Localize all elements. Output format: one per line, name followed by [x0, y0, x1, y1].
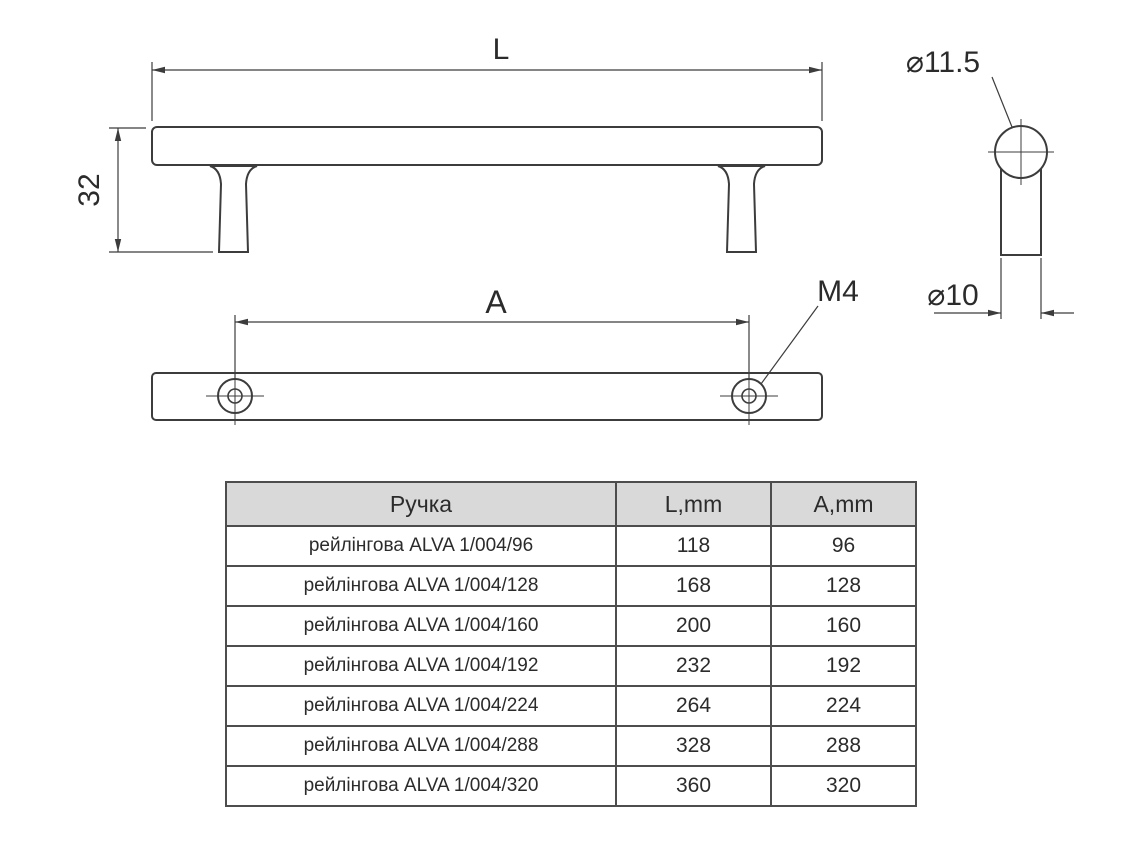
- cell-handle-name: рейлінгова ALVA 1/004/96: [225, 525, 617, 567]
- table-row: рейлінгова ALVA 1/004/160 200 160: [225, 605, 917, 647]
- cell-length: 168: [615, 565, 772, 607]
- table-header-row: Ручка L,mm A,mm: [225, 481, 917, 527]
- cell-handle-name: рейлінгова ALVA 1/004/288: [225, 725, 617, 767]
- cell-spacing: 96: [770, 525, 917, 567]
- table-row: рейлінгова ALVA 1/004/320 360 320: [225, 765, 917, 807]
- bottom-view: [151, 305, 823, 425]
- cell-spacing: 128: [770, 565, 917, 607]
- handle-leg-left: [209, 165, 258, 253]
- handle-bar-front: [151, 126, 823, 166]
- handle-bar-bottom: [151, 372, 823, 421]
- handle-leg-right: [717, 165, 766, 253]
- leader-line-knob-diameter: [991, 76, 1015, 133]
- front-view: [109, 62, 823, 253]
- cell-length: 232: [615, 645, 772, 687]
- cell-handle-name: рейлінгова ALVA 1/004/224: [225, 685, 617, 727]
- cell-handle-name: рейлінгова ALVA 1/004/192: [225, 645, 617, 687]
- table-row: рейлінгова ALVA 1/004/96 118 96: [225, 525, 917, 567]
- cell-spacing: 288: [770, 725, 917, 767]
- table-row: рейлінгова ALVA 1/004/128 168 128: [225, 565, 917, 607]
- cell-handle-name: рейлінгова ALVA 1/004/160: [225, 605, 617, 647]
- size-table: Ручка L,mm A,mm рейлінгова ALVA 1/004/96…: [225, 481, 917, 807]
- knob-diameter-label: ⌀11.5: [906, 46, 980, 79]
- cell-length: 328: [615, 725, 772, 767]
- height-dimension-label: 32: [73, 173, 106, 206]
- technical-drawing: L 32 ⌀11.5 ⌀10: [73, 33, 1074, 425]
- table-row: рейлінгова ALVA 1/004/224 264 224: [225, 685, 917, 727]
- side-view: [934, 76, 1074, 319]
- table-row: рейлінгова ALVA 1/004/288 328 288: [225, 725, 917, 767]
- cell-length: 264: [615, 685, 772, 727]
- cell-length: 360: [615, 765, 772, 807]
- cell-spacing: 320: [770, 765, 917, 807]
- cell-length: 118: [615, 525, 772, 567]
- column-header-spacing: A,mm: [770, 481, 917, 527]
- leader-line-thread: [760, 305, 819, 385]
- length-dimension-label: L: [493, 33, 510, 66]
- column-header-length: L,mm: [615, 481, 772, 527]
- table-row: рейлінгова ALVA 1/004/192 232 192: [225, 645, 917, 687]
- cell-spacing: 192: [770, 645, 917, 687]
- cell-spacing: 160: [770, 605, 917, 647]
- post-diameter-label: ⌀10: [927, 279, 978, 312]
- thread-size-label: M4: [817, 275, 859, 308]
- cell-length: 200: [615, 605, 772, 647]
- column-header-name: Ручка: [225, 481, 617, 527]
- cell-handle-name: рейлінгова ALVA 1/004/320: [225, 765, 617, 807]
- cell-spacing: 224: [770, 685, 917, 727]
- cell-handle-name: рейлінгова ALVA 1/004/128: [225, 565, 617, 607]
- hole-spacing-label: A: [485, 284, 507, 320]
